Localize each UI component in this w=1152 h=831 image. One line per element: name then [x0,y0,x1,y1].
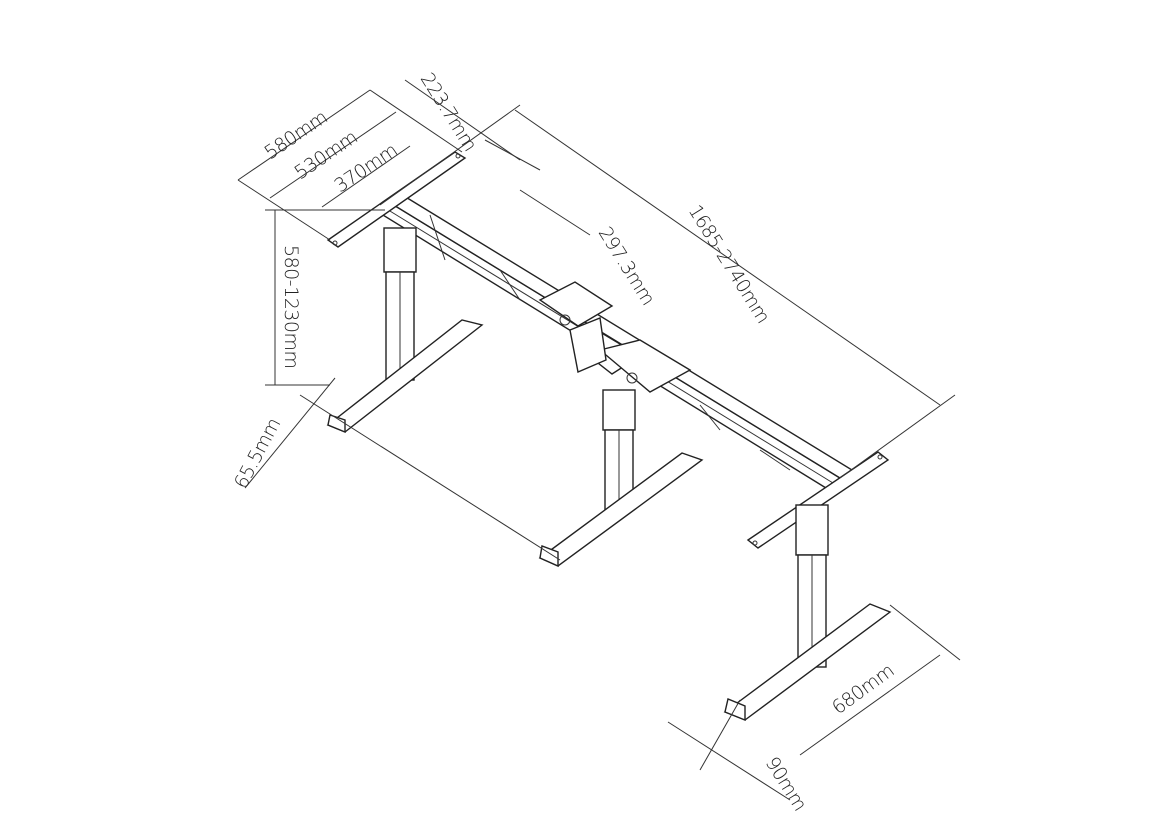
right-top-plate [746,451,890,549]
label-580-1230mm: 580-1230mm [280,245,302,369]
label-65-5mm: 65.5mm [230,415,285,493]
label-297-3mm: 297.3mm [594,223,659,309]
right-leg [723,504,892,722]
left-leg [326,227,484,434]
dimension-lines [237,79,961,801]
main-beam [376,195,854,489]
label-1685-2740mm: 1685-2740mm [684,201,774,327]
middle-leg [538,389,704,568]
label-90mm: 90mm [761,753,811,815]
